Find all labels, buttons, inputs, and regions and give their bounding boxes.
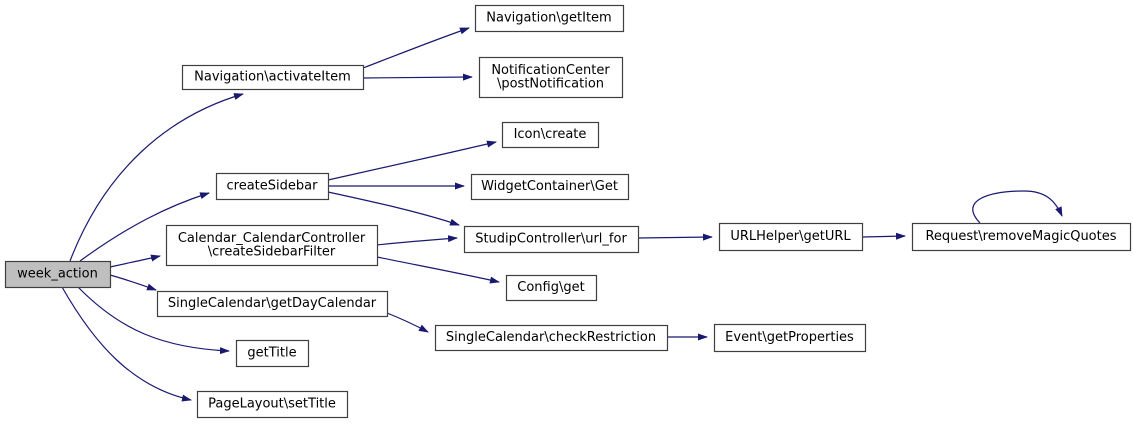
edge-createSidebarFilter-to-configGet <box>376 256 500 284</box>
edge-activateItem-to-postNotification <box>362 73 473 81</box>
node-box-week_action <box>4 260 112 289</box>
node-label: SingleCalendar\checkRestriction <box>446 330 656 345</box>
node-box-getDayCalendar[interactable] <box>156 290 389 318</box>
node-label: \createSidebarFilter <box>208 244 336 259</box>
node-activateItem[interactable]: Navigation\activateItem <box>181 64 365 91</box>
node-label: SingleCalendar\getDayCalendar <box>168 296 377 311</box>
node-label: createSidebar <box>227 179 319 194</box>
node-iconCreate[interactable]: Icon\create <box>501 121 600 149</box>
node-label: Calendar_CalendarController <box>178 231 366 246</box>
edge-week_action-to-activateItem <box>69 93 244 262</box>
node-getItem[interactable]: Navigation\getItem <box>474 4 625 33</box>
node-label: Navigation\activateItem <box>194 70 351 85</box>
node-box-getItem[interactable] <box>474 4 625 33</box>
node-box-activateItem[interactable] <box>181 64 365 91</box>
node-label: week_action <box>17 267 98 282</box>
node-label: WidgetContainer\Get <box>481 179 618 194</box>
edge-week_action-to-getTitle <box>77 286 230 355</box>
node-label: Event\getProperties <box>725 330 854 345</box>
node-label: NotificationCenter <box>491 63 610 78</box>
node-box-createSidebar[interactable] <box>215 172 330 201</box>
node-week_action: week_action <box>4 260 112 289</box>
node-label: URLHelper\getURL <box>730 229 851 244</box>
node-box-configGet[interactable] <box>505 274 598 302</box>
node-getDayCalendar[interactable]: SingleCalendar\getDayCalendar <box>156 290 389 318</box>
node-setTitle[interactable]: PageLayout\setTitle <box>196 390 349 419</box>
edge-week_action-to-createSidebar <box>79 192 210 262</box>
node-checkRestriction[interactable]: SingleCalendar\checkRestriction <box>434 324 669 352</box>
node-box-getProperties[interactable] <box>713 323 867 353</box>
node-getURL[interactable]: URLHelper\getURL <box>718 222 864 252</box>
node-getProperties[interactable]: Event\getProperties <box>713 323 867 353</box>
node-urlFor[interactable]: StudipController\url_for <box>463 225 640 254</box>
edge-getDayCalendar-to-checkRestriction <box>386 312 429 333</box>
node-createSidebar[interactable]: createSidebar <box>215 172 330 201</box>
node-box-removeMagicQuotes[interactable] <box>911 222 1132 252</box>
node-label: Config\get <box>517 280 584 295</box>
node-widgetGet[interactable]: WidgetContainer\Get <box>470 173 630 201</box>
node-label: \postNotification <box>497 76 604 91</box>
node-label: PageLayout\setTitle <box>208 397 336 412</box>
edge-layer <box>61 27 1063 402</box>
node-box-postNotification[interactable] <box>478 56 624 99</box>
node-label: Request\removeMagicQuotes <box>925 229 1116 244</box>
node-box-setTitle[interactable] <box>196 390 349 419</box>
edge-urlFor-to-getURL <box>637 233 713 241</box>
node-box-checkRestriction[interactable] <box>434 324 669 352</box>
edge-week_action-to-createSidebarFilter <box>109 254 161 268</box>
edge-createSidebar-to-iconCreate <box>327 140 497 181</box>
edge-getURL-to-removeMagicQuotes <box>861 232 906 240</box>
node-box-createSidebarFilter[interactable] <box>165 224 379 267</box>
edge-createSidebarFilter-to-urlFor <box>376 235 458 246</box>
node-label: Navigation\getItem <box>486 11 611 26</box>
node-box-widgetGet[interactable] <box>470 173 630 201</box>
node-removeMagicQuotes[interactable]: Request\removeMagicQuotes <box>911 222 1132 252</box>
edge-activateItem-to-getItem <box>362 27 470 69</box>
edge-removeMagicQuotes-self-loop <box>972 190 1063 224</box>
node-box-getTitle[interactable] <box>235 339 310 368</box>
edge-week_action-to-setTitle <box>61 286 192 402</box>
node-createSidebarFilter[interactable]: Calendar_CalendarController\createSideba… <box>165 224 379 267</box>
node-layer: week_action Navigation\activateItem Naviga… <box>4 4 1132 419</box>
node-label: Icon\create <box>514 127 587 142</box>
edge-createSidebar-to-urlFor <box>327 191 460 226</box>
node-getTitle[interactable]: getTitle <box>235 339 310 368</box>
node-box-getURL[interactable] <box>718 222 864 252</box>
node-label: StudipController\url_for <box>475 232 627 247</box>
node-label: getTitle <box>247 346 296 361</box>
node-box-iconCreate[interactable] <box>501 121 600 149</box>
edge-week_action-to-getDayCalendar <box>109 274 157 291</box>
node-postNotification[interactable]: NotificationCenter\postNotification <box>478 56 624 99</box>
node-box-urlFor[interactable] <box>463 225 640 254</box>
node-configGet[interactable]: Config\get <box>505 274 598 302</box>
